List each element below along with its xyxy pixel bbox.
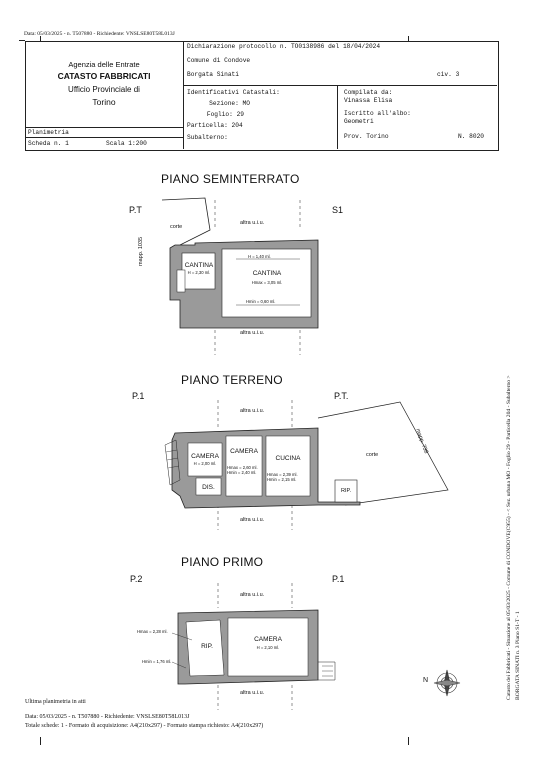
plan-primo bbox=[171, 583, 336, 710]
label-p1: P.1 bbox=[132, 391, 145, 401]
mapp-1035: mapp. 1035 bbox=[138, 236, 144, 266]
room-camera-2-hmin: Hmin = 2,40 ml. bbox=[227, 470, 257, 475]
agency-office: Ufficio Provinciale di bbox=[68, 85, 140, 94]
header-divider bbox=[337, 85, 338, 149]
header-divider bbox=[25, 137, 183, 138]
room-cantina-2-height: Hmax = 3,05 ml. bbox=[251, 280, 283, 285]
hmin-note: Hmin = 0,60 ml. bbox=[246, 299, 276, 304]
primo-hmin: Hmin = 1,76 ml. bbox=[142, 659, 172, 664]
side-address-text: BORGATA SINATI n. 3 Piano S1-T - 1 bbox=[515, 611, 521, 700]
particella: Particella: 204 bbox=[187, 122, 243, 129]
label-p2: P.2 bbox=[130, 574, 143, 584]
label-pt: P.T bbox=[129, 205, 142, 215]
title-primo: PIANO PRIMO bbox=[181, 555, 264, 569]
ident-title: Identificativi Catastali: bbox=[187, 89, 280, 96]
label-pt2: P.T. bbox=[334, 391, 349, 401]
subalterno: Subalterno: bbox=[187, 134, 228, 141]
agency-name: Agenzia delle Entrate bbox=[68, 60, 140, 69]
agency-catasto: CATASTO FABBRICATI bbox=[57, 71, 151, 81]
side-catasto-text: Catasto dei Fabbricati - Situazione al 0… bbox=[506, 375, 512, 700]
room-camera-2: CAMERA bbox=[230, 448, 258, 455]
room-camera-2-hmax: Hmax = 2,60 ml. bbox=[227, 465, 258, 470]
declaration: Dichiarazione protocollo n. TO0138986 de… bbox=[187, 43, 381, 50]
room-cucina: CUCINA bbox=[275, 455, 301, 462]
label-p1b: P.1 bbox=[332, 574, 345, 584]
header-divider bbox=[183, 41, 184, 149]
plan-terreno bbox=[164, 400, 449, 530]
room-camera-primo: CAMERA bbox=[254, 636, 282, 643]
compass-rose-icon bbox=[433, 669, 461, 697]
footer-ultima: Ultima planimetria in atti bbox=[25, 699, 86, 705]
room-dis: DIS. bbox=[202, 484, 215, 491]
albo: Geometri bbox=[344, 118, 374, 125]
altra-uiu-top-t: altra u.i.u. bbox=[240, 408, 265, 414]
primo-hmax: Hmax = 2,28 ml. bbox=[137, 629, 168, 634]
room-camera-1-height: H = 2,00 ml. bbox=[193, 461, 217, 466]
title-terreno: PIANO TERRENO bbox=[181, 373, 283, 387]
room-cantina-2: CANTINA bbox=[252, 270, 282, 277]
room-cucina-hmax: Hmax = 2,39 ml. bbox=[267, 472, 298, 477]
altra-uiu-top: altra u.i.u. bbox=[240, 220, 265, 226]
crop-mark bbox=[19, 40, 25, 41]
provincia: Prov. Torino bbox=[344, 133, 389, 140]
corte-label-t: corte bbox=[366, 452, 379, 458]
comune: Comune di Condove bbox=[187, 57, 251, 64]
crop-mark bbox=[408, 737, 409, 745]
altra-uiu-bottom: altra u.i.u. bbox=[240, 330, 265, 336]
footer-totale: Totale schede: 1 - Formato di acquisizio… bbox=[25, 723, 264, 729]
civic-number: civ. 3 bbox=[437, 71, 460, 78]
header-divider bbox=[25, 127, 183, 128]
scala-label: Scala 1:200 bbox=[106, 140, 147, 147]
room-camera-1: CAMERA bbox=[191, 453, 219, 460]
header-box bbox=[25, 41, 499, 151]
sezione: Sezione: MO bbox=[209, 100, 250, 107]
room-cantina-1: CANTINA bbox=[184, 262, 214, 269]
altra-uiu-bottom-t: altra u.i.u. bbox=[240, 517, 265, 523]
crop-mark bbox=[40, 737, 41, 745]
label-s1: S1 bbox=[332, 205, 344, 215]
room-rip: RIP. bbox=[341, 488, 351, 494]
compiler-name: Vinassa Elisa bbox=[344, 97, 393, 104]
crop-mark bbox=[40, 36, 41, 42]
compilata-da: Compilata da: bbox=[344, 89, 393, 96]
altra-uiu-bottom-p: altra u.i.u. bbox=[240, 690, 265, 696]
agency-city: Torino bbox=[92, 97, 116, 107]
address: Borgata Sinati bbox=[187, 71, 239, 78]
top-request-line: Data: 05/03/2025 - n. T507880 - Richiede… bbox=[24, 31, 175, 37]
room-rip-primo: RIP. bbox=[201, 643, 213, 650]
iscritto-albo: Iscritto all'albo: bbox=[344, 110, 411, 117]
planimetria-label: Planimetria bbox=[28, 129, 69, 136]
altra-uiu-top-p: altra u.i.u. bbox=[240, 592, 265, 598]
crop-mark bbox=[408, 36, 409, 42]
header-divider bbox=[183, 85, 497, 86]
footer-data: Data: 05/03/2025 - n. T507880 - Richiede… bbox=[25, 714, 190, 720]
plan-seminterrato bbox=[161, 197, 319, 355]
room-cucina-hmin: Hmin = 2,15 ml. bbox=[267, 477, 297, 482]
foglio: Foglio: 29 bbox=[206, 111, 244, 118]
registration-number: N. 8020 bbox=[458, 133, 484, 140]
corte-label: corte bbox=[170, 224, 183, 230]
room-camera-primo-height: H = 2,10 ml. bbox=[256, 645, 280, 650]
compass-north-label: N bbox=[423, 677, 429, 684]
height-note: H = 1,40 ml. bbox=[248, 254, 271, 259]
title-seminterrato: PIANO SEMINTERRATO bbox=[161, 172, 300, 186]
room-cantina-1-height: H = 2,30 ml. bbox=[187, 270, 211, 275]
scheda-label: Scheda n. 1 bbox=[28, 140, 69, 147]
